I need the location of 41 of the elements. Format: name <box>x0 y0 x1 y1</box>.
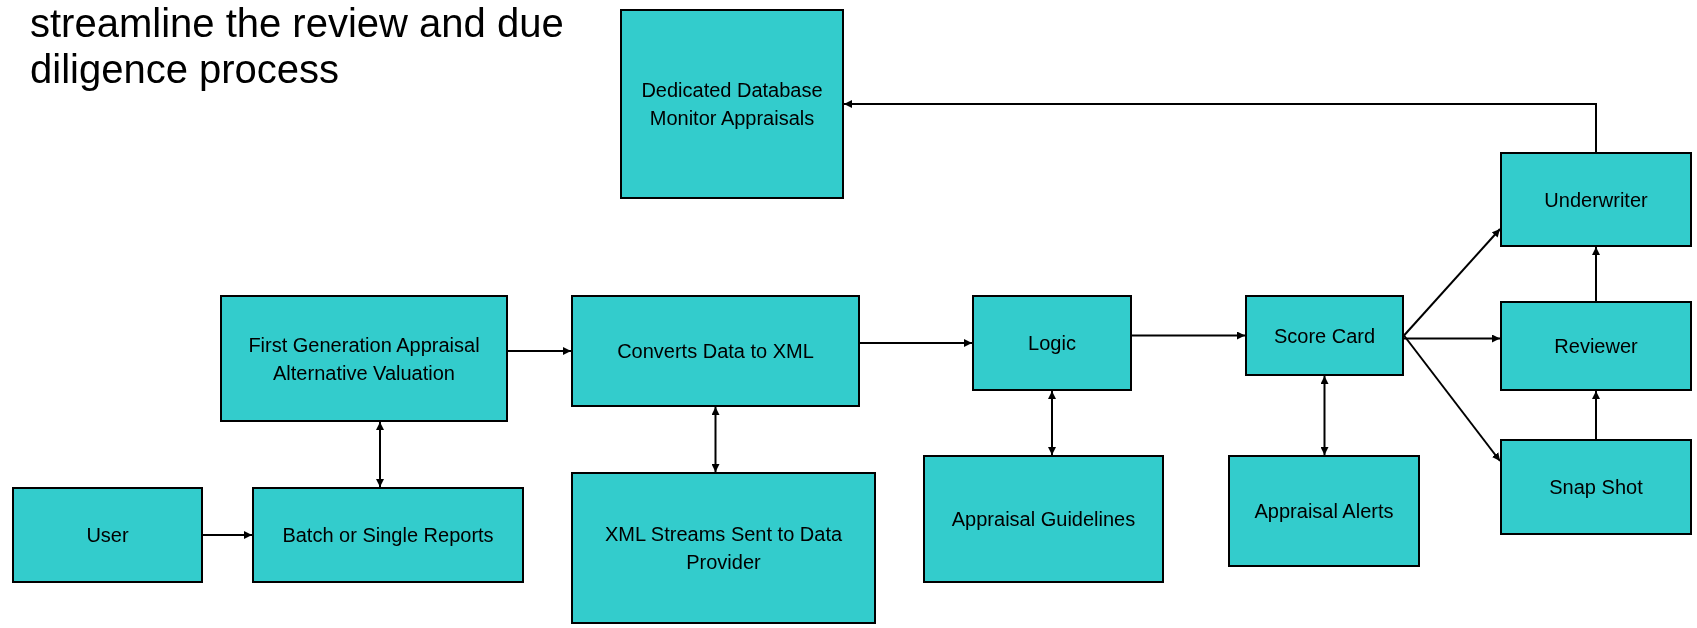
process-box <box>1500 301 1692 391</box>
box-label: Snap Shot <box>1549 475 1643 500</box>
box-label: XML Streams Sent to Data Provider <box>603 522 844 575</box>
arrow <box>1403 334 1501 343</box>
arrow <box>1592 246 1600 302</box>
box-label: First Generation Appraisal Alternative Valuation <box>247 332 481 386</box>
arrow <box>202 531 253 539</box>
process-box <box>972 295 1132 391</box>
process-box <box>923 455 1164 583</box>
arrow <box>1131 331 1246 340</box>
process-box <box>571 472 876 624</box>
arrow <box>859 339 973 347</box>
process-box <box>252 487 524 583</box>
arrow <box>1592 390 1600 440</box>
box-label: Reviewer <box>1554 334 1638 359</box>
arrow <box>1048 390 1056 456</box>
box-label: Underwriter <box>1544 187 1648 213</box>
process-box <box>620 9 844 199</box>
box-label: Score Card <box>1273 323 1376 349</box>
box-label: Converts Data to XML <box>617 339 814 364</box>
box-label: Dedicated Database Monitor Appraisals <box>640 78 824 131</box>
process-box <box>1245 295 1404 376</box>
arrow <box>711 406 720 473</box>
arrow <box>1403 334 1501 462</box>
arrow <box>1403 228 1501 337</box>
process-box <box>1500 152 1692 247</box>
arrow <box>507 347 572 355</box>
arrow <box>376 421 384 488</box>
process-box <box>220 295 508 422</box>
slide-title: streamline the review and due diligence process <box>30 0 565 92</box>
process-box <box>1500 439 1692 535</box>
process-box <box>12 487 203 583</box>
process-box <box>1228 455 1420 567</box>
box-label: Appraisal Alerts <box>1254 499 1394 524</box>
box-label: User <box>86 523 129 548</box>
box-label: Logic <box>1028 331 1076 356</box>
arrow <box>1320 375 1329 456</box>
box-label: Appraisal Guidelines <box>951 507 1136 532</box>
arrow <box>843 100 1597 153</box>
process-box <box>571 295 860 407</box>
box-label: Batch or Single Reports <box>282 523 494 548</box>
